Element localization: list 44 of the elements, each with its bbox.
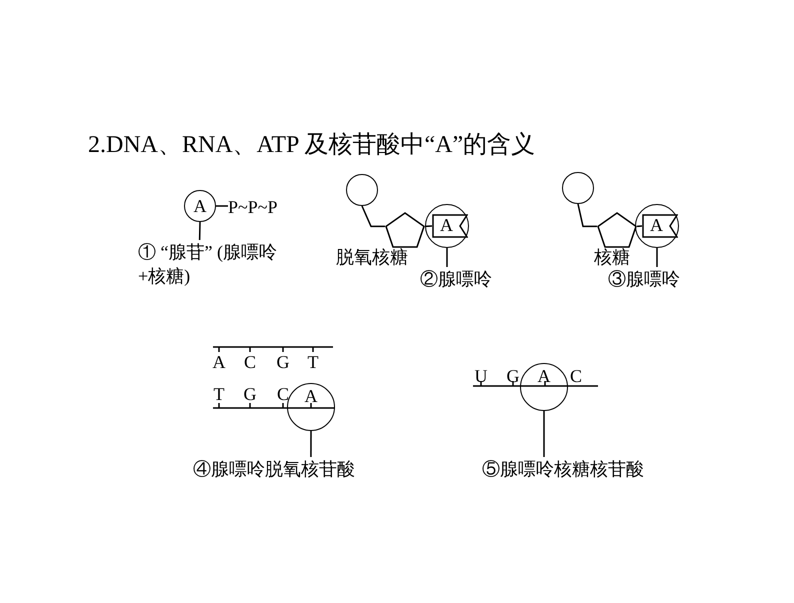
- base-letter: A: [212, 351, 226, 373]
- base-letter: G: [243, 383, 257, 405]
- base-flag: [432, 214, 468, 238]
- base-circle: [425, 204, 469, 248]
- connector-line: [216, 205, 228, 207]
- nucleotide-circle: [520, 363, 568, 411]
- base-letter: C: [243, 351, 257, 373]
- base-letter: G: [506, 365, 520, 387]
- base-letter: A: [192, 194, 208, 216]
- nucleotide-circle: [287, 383, 335, 431]
- base-letter: A: [304, 385, 318, 407]
- label-text: ③腺嘌呤: [608, 267, 708, 291]
- label-text: ④腺嘌呤脱氧核苷酸: [193, 457, 377, 481]
- base-letter: U: [474, 365, 488, 387]
- base-letter: T: [212, 383, 226, 405]
- leader-line: [656, 248, 658, 267]
- base-letter: C: [569, 365, 583, 387]
- connector-line: [361, 206, 385, 228]
- title: 2.DNA、RNA、ATP 及核苷酸中“A”的含义: [88, 130, 536, 160]
- base-letter: T: [306, 351, 320, 373]
- base-flag: [642, 214, 678, 238]
- phosphate-circle: [562, 172, 594, 204]
- connector-line: [577, 204, 597, 228]
- caption-text: 脱氧核糖: [336, 246, 408, 268]
- label-text: ① “腺苷” (腺嘌呤+核糖): [138, 240, 296, 292]
- base-letter: G: [276, 351, 290, 373]
- sugar-pentagon: [385, 212, 425, 248]
- label-text: ②腺嘌呤: [420, 267, 520, 291]
- leader-line: [543, 411, 545, 457]
- base-letter: A: [536, 365, 552, 387]
- caption-text: 核糖: [594, 246, 630, 268]
- base-circle: [635, 204, 679, 248]
- sugar-pentagon: [597, 212, 637, 248]
- leader-line: [310, 431, 312, 457]
- base-letter: A: [649, 214, 664, 236]
- nucleotide-circle: [184, 190, 216, 222]
- label-text: ⑤腺嘌呤核糖核苷酸: [482, 457, 666, 481]
- leader-line: [198, 222, 201, 240]
- label-text: P~P~P: [228, 195, 308, 217]
- leader-line: [446, 248, 448, 267]
- connector-line: [636, 225, 642, 228]
- base-letter: C: [276, 383, 290, 405]
- base-letter: A: [439, 214, 454, 236]
- phosphate-circle: [346, 174, 378, 206]
